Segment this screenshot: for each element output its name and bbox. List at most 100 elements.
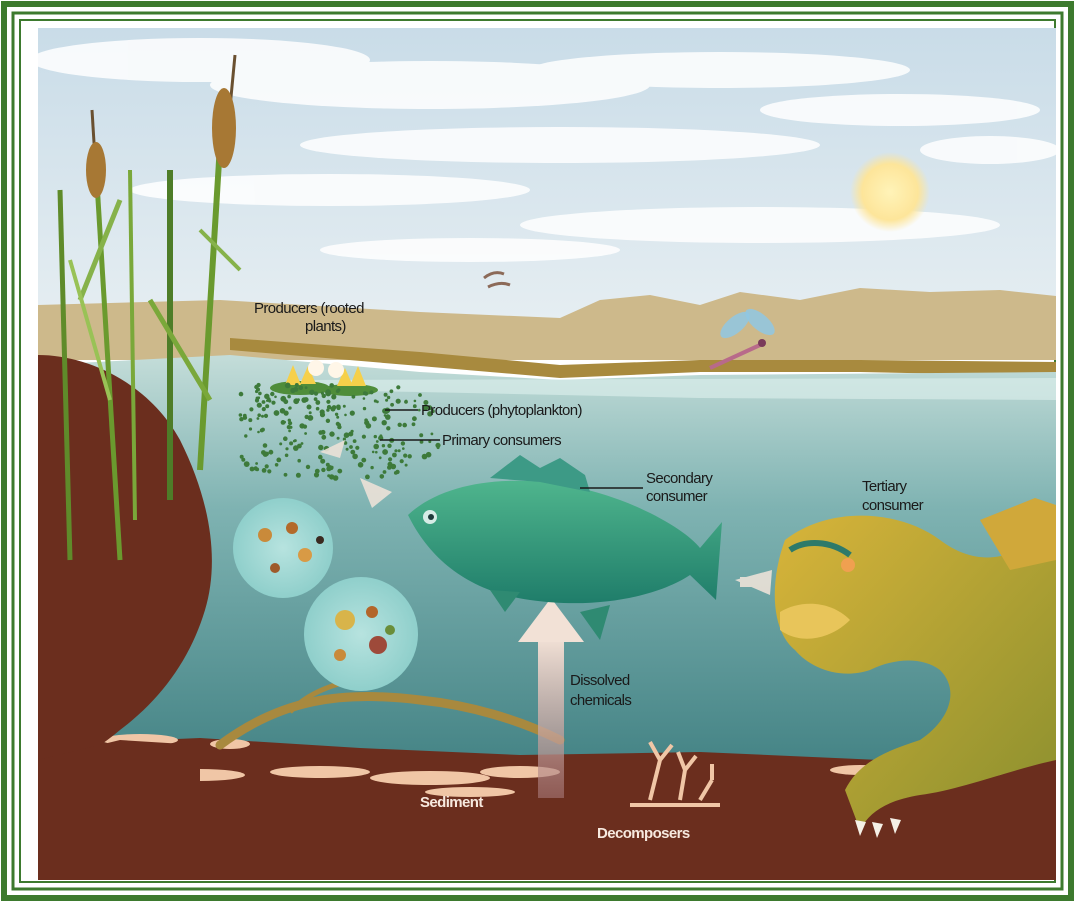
phytoplankton-dot	[388, 457, 392, 461]
phytoplankton-dot	[318, 430, 323, 435]
phytoplankton-dot	[243, 416, 247, 420]
phytoplankton-dot	[348, 432, 353, 437]
phytoplankton-dot	[268, 399, 271, 402]
label-secondary-consumer-2: consumer	[646, 488, 708, 505]
phytoplankton-dot	[405, 464, 408, 467]
phytoplankton-dot	[337, 469, 342, 474]
phytoplankton-dot	[321, 435, 326, 440]
phytoplankton-dot	[350, 411, 355, 416]
phytoplankton-dot	[306, 465, 310, 469]
phytoplankton-dot	[320, 412, 325, 417]
phytoplankton-dot	[293, 440, 296, 443]
phytoplankton-dot	[372, 451, 375, 454]
phytoplankton-dot	[326, 400, 330, 404]
phytoplankton-dot	[289, 426, 292, 429]
phytoplankton-dot	[403, 454, 407, 458]
phytoplankton-dot	[349, 445, 353, 449]
phytoplankton-dot	[396, 399, 401, 404]
phytoplankton-dot	[412, 422, 416, 426]
phytoplankton-dot	[419, 433, 423, 437]
phytoplankton-dot	[382, 444, 385, 447]
phytoplankton-dot	[343, 405, 346, 408]
phytoplankton-dot	[274, 396, 277, 399]
phytoplankton-dot	[249, 407, 253, 411]
phytoplankton-dot	[372, 416, 377, 421]
phytoplankton-dot	[370, 466, 373, 469]
phytoplankton-dot	[414, 400, 417, 403]
phytoplankton-dot	[361, 458, 366, 463]
phytoplankton-dot	[271, 401, 275, 405]
phytoplankton-dot	[401, 441, 405, 445]
phytoplankton-dot	[376, 400, 379, 403]
phytoplankton-dot	[265, 404, 269, 408]
phytoplankton-dot	[402, 447, 405, 450]
phytoplankton-dot	[344, 414, 347, 417]
phytoplankton-dot	[265, 464, 269, 468]
phytoplankton-dot	[331, 466, 334, 469]
phytoplankton-dot	[258, 392, 262, 396]
phytoplankton-dot	[363, 407, 366, 410]
phytoplankton-dot	[392, 453, 397, 458]
phytoplankton-dot	[279, 442, 282, 445]
phytoplankton-dot	[418, 393, 422, 397]
phytoplankton-dot	[333, 475, 339, 481]
phytoplankton-dot	[390, 389, 394, 393]
phytoplankton-dot	[305, 386, 308, 389]
phytoplankton-dot	[257, 403, 262, 408]
phytoplankton-dot	[404, 400, 408, 404]
phytoplankton-dot	[382, 420, 387, 425]
phytoplankton-dot	[402, 423, 407, 428]
label-secondary-consumer-1: Secondary	[646, 470, 713, 487]
phytoplankton-dot	[318, 445, 323, 450]
phytoplankton-dot	[382, 408, 388, 414]
phytoplankton-dot	[275, 463, 279, 467]
phytoplankton-dot	[413, 404, 417, 408]
phytoplankton-dot	[320, 459, 325, 464]
phytoplankton-dot	[269, 450, 274, 455]
phytoplankton-dot	[248, 418, 252, 422]
phytoplankton-dot	[394, 471, 398, 475]
phytoplankton-dot	[297, 444, 302, 449]
phytoplankton-dot	[262, 407, 266, 411]
phytoplankton-dot	[308, 415, 314, 421]
phytoplankton-dot	[262, 468, 267, 473]
phytoplankton-dot	[267, 469, 271, 473]
phytoplankton-dot	[363, 397, 366, 400]
sun-icon	[850, 152, 930, 232]
phytoplankton-dot	[398, 423, 402, 427]
phytoplankton-dot	[276, 458, 281, 463]
phytoplankton-dot	[426, 452, 432, 458]
phytoplankton-dot	[301, 397, 307, 403]
phytoplankton-dot	[346, 448, 349, 451]
phytoplankton-dot	[280, 408, 286, 414]
phytoplankton-dot	[379, 434, 382, 437]
label-producers-rooted-2: plants)	[305, 318, 346, 335]
phytoplankton-dot	[289, 406, 292, 409]
phytoplankton-dot	[316, 407, 320, 411]
phytoplankton-dot	[239, 392, 244, 397]
phytoplankton-dot	[390, 403, 394, 407]
phytoplankton-dot	[283, 421, 286, 424]
phytoplankton-dot	[437, 446, 440, 449]
label-sediment: Sediment	[420, 794, 483, 811]
phytoplankton-dot	[329, 431, 334, 436]
phytoplankton-dot	[380, 474, 385, 479]
phytoplankton-dot	[386, 426, 390, 430]
phytoplankton-dot	[384, 393, 388, 397]
phytoplankton-dot	[264, 414, 268, 418]
phytoplankton-dot	[388, 462, 393, 467]
phytoplankton-dot	[255, 462, 258, 465]
phytoplankton-dot	[373, 444, 379, 450]
label-dissolved-chemicals-2: chemicals	[570, 692, 631, 709]
phytoplankton-dot	[261, 450, 266, 455]
phytoplankton-dot	[293, 387, 298, 392]
phytoplankton-dot	[285, 454, 289, 458]
phytoplankton-dot	[364, 392, 368, 396]
phytoplankton-dot	[331, 394, 336, 399]
soil-bank-lower	[38, 740, 200, 880]
phytoplankton-dot	[270, 392, 274, 396]
phytoplankton-dot	[309, 390, 314, 395]
phytoplankton-dot	[353, 439, 357, 443]
